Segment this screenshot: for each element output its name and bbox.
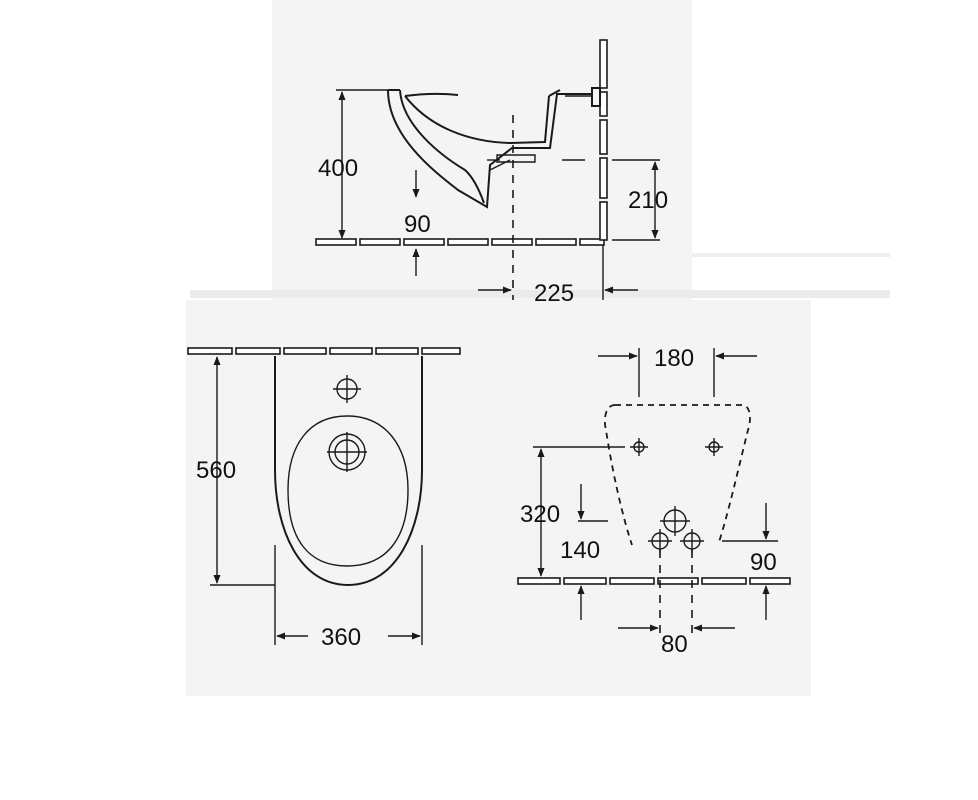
dim-225-label: 225: [534, 280, 574, 307]
dim-560: 560: [196, 356, 275, 586]
dim-180-label: 180: [654, 345, 694, 372]
dim-320: 320: [520, 446, 625, 577]
background-ghost: [186, 0, 890, 696]
rear-bidet-outline: [603, 404, 751, 546]
dim-360-label: 360: [321, 624, 361, 651]
dim-80-label: 80: [661, 631, 688, 658]
rear-floor: [517, 577, 791, 585]
dim-140-label: 140: [560, 537, 600, 564]
rear-pipe-left: [648, 529, 672, 553]
top-tap-hole: [333, 375, 361, 403]
side-wall: [599, 39, 608, 241]
dim-400-label: 400: [318, 155, 358, 182]
dim-360: 360: [274, 545, 423, 651]
dim-side-90-label: 90: [404, 211, 431, 238]
dim-320-label: 320: [520, 501, 560, 528]
top-drain: [327, 432, 367, 472]
dim-210: 210: [612, 159, 668, 241]
dim-rear-90-label: 90: [750, 549, 777, 576]
rear-pipe-right: [680, 529, 704, 553]
rear-view: 180 320 140 90 80: [517, 345, 791, 658]
side-view: 400 90 210 225: [315, 39, 668, 307]
side-floor: [315, 238, 605, 246]
dim-210-label: 210: [628, 187, 668, 214]
dim-560-label: 560: [196, 457, 236, 484]
top-view: 560 360: [187, 347, 461, 651]
dim-140: 140: [560, 484, 608, 620]
top-bidet-outline: [274, 356, 423, 587]
rear-tap-right: [705, 438, 723, 456]
dim-180: 180: [598, 345, 757, 397]
rear-outlet: [660, 506, 690, 536]
dim-225: 225: [478, 245, 638, 307]
dim-side-90: 90: [404, 170, 431, 276]
rear-tap-left: [630, 438, 648, 456]
dim-rear-90: 90: [722, 503, 778, 620]
top-bowl-inner: [287, 415, 409, 567]
dim-80: 80: [618, 624, 735, 658]
top-wall: [187, 347, 461, 355]
dim-400: 400: [318, 89, 388, 239]
